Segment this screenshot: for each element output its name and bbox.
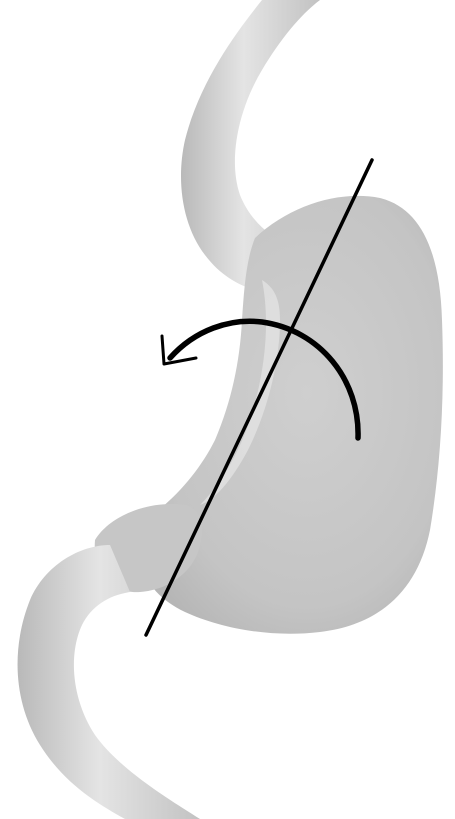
stomach-diagram-svg [0,0,455,819]
stomach-diagram [0,0,455,819]
